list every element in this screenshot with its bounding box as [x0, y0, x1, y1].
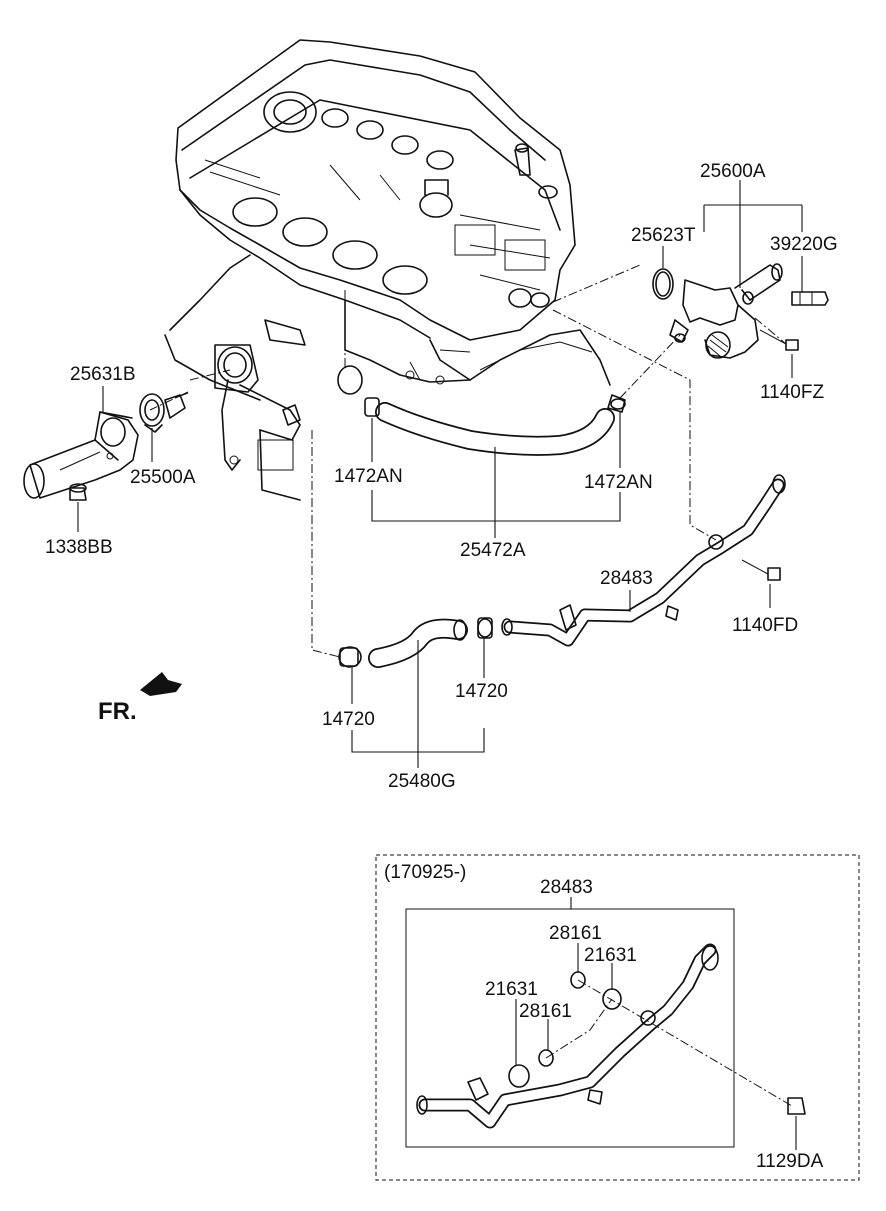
engine-cylinder-head: [164, 39, 611, 401]
label-1140FD: 1140FD: [732, 615, 798, 636]
label-25480G: 25480G: [388, 771, 456, 792]
inset-label-28161-top: 28161: [549, 923, 602, 944]
label-14720-right: 14720: [455, 681, 508, 702]
inset-label-28161-left: 28161: [519, 1001, 572, 1022]
label-25472A: 25472A: [460, 540, 526, 561]
thermostat-25500A: [139, 392, 189, 433]
label-25623T: 25623T: [631, 225, 696, 246]
inset-label-21631-left: 21631: [485, 979, 538, 1000]
bolt-1338BB: [69, 483, 87, 501]
label-28483: 28483: [600, 568, 653, 589]
label-14720-left: 14720: [322, 709, 375, 730]
thermostat-cover-25631B: [23, 411, 139, 499]
inset-variant-label: (170925-): [384, 862, 466, 883]
label-25631B: 25631B: [70, 364, 136, 385]
hose-25472A: [337, 365, 626, 456]
label-39220G: 39220G: [770, 234, 838, 255]
inset-variant-box: (170925-) 28483 28161 21631 21631 28161 …: [375, 854, 860, 1181]
part-labels: 25600A 25623T 39220G 1140FZ 25631B 25500…: [45, 161, 838, 792]
leader-lines: [77, 180, 803, 768]
water-outlet-fitting-25600A: [652, 263, 829, 359]
water-pipe-28483: [501, 474, 786, 647]
label-1338BB: 1338BB: [45, 537, 113, 558]
label-1140FZ: 1140FZ: [760, 382, 824, 403]
hose-25480G: [338, 617, 493, 668]
label-25600A: 25600A: [700, 161, 766, 182]
label-25500A: 25500A: [130, 467, 196, 488]
inset-label-28483: 28483: [540, 877, 593, 898]
inset-label-1129DA: 1129DA: [756, 1151, 824, 1172]
thermostat-housing-on-block: [214, 319, 306, 501]
label-1472AN-right: 1472AN: [584, 472, 653, 493]
label-1472AN-left: 1472AN: [334, 466, 403, 487]
inset-label-21631-top: 21631: [584, 945, 637, 966]
front-direction-label: FR.: [98, 698, 137, 725]
front-direction-arrow: FR.: [98, 672, 182, 725]
